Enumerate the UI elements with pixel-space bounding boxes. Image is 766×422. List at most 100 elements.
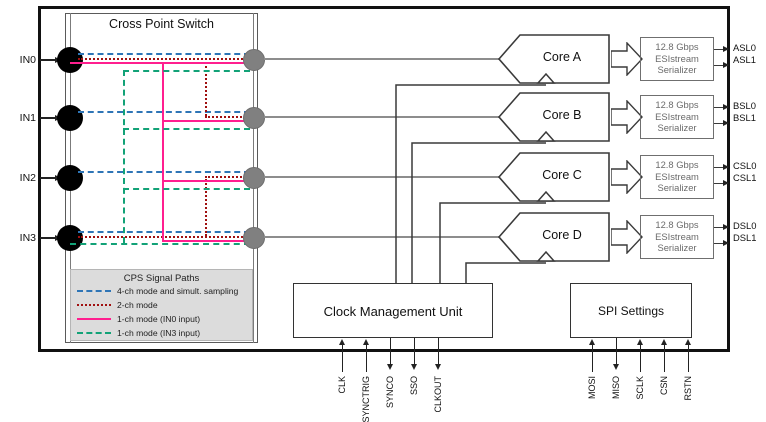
spi-pin-label-mosi: MOSI	[587, 376, 597, 400]
core-d-label: Core D	[542, 228, 582, 242]
signal-path-2ch-row3	[78, 236, 250, 238]
lane-arrow-csl1	[723, 180, 729, 187]
clock-route-core-a	[395, 84, 546, 283]
lane-arrow-bsl1	[723, 120, 729, 127]
lane-arrow-dsl1	[723, 240, 729, 247]
output-pin-asl1: ASL1	[733, 54, 756, 65]
serializer-a-line1: 12.8 Gbps	[655, 41, 699, 52]
signal-path-1ch-in3-bus	[123, 70, 125, 243]
core-c-shape	[498, 152, 610, 202]
signal-path-4ch-row3	[78, 231, 250, 233]
signal-path-1ch-in3-row1	[123, 128, 250, 130]
serializer-b-line3: Serializer	[657, 122, 697, 133]
signal-path-2ch-row0	[78, 58, 250, 60]
cps-input-node-in3	[57, 225, 83, 251]
serializer-b-line1: 12.8 Gbps	[655, 99, 699, 110]
spi-pin-arrow-sclk	[637, 339, 643, 345]
lane-arrow-asl1	[723, 62, 729, 69]
core-c-label: Core C	[542, 168, 582, 182]
cmu-pin-arrow-synco	[387, 364, 393, 370]
spi-pin-wire-rstn	[688, 344, 690, 372]
legend-row-1ch-in0: 1-ch mode (IN0 input)	[71, 312, 252, 326]
cmu-pin-label-clkout: CLKOUT	[433, 376, 443, 413]
signal-path-2ch-drop-0to1	[205, 58, 207, 116]
lane-arrow-asl0	[723, 46, 729, 53]
cmu-pin-wire-synctrig	[366, 344, 368, 372]
serializer-b-line2: ESIstream	[655, 110, 699, 122]
serializer-d-line3: Serializer	[657, 242, 697, 253]
signal-path-1ch-in0-row2	[162, 180, 250, 182]
signal-path-1ch-in3-row2	[123, 188, 250, 190]
signal-path-4ch-row1	[78, 111, 250, 113]
output-pin-dsl1: DSL1	[733, 232, 757, 243]
output-pin-asl0: ASL0	[733, 42, 756, 53]
cmu-pin-wire-clkout	[438, 338, 440, 366]
clock-management-unit-label: Clock Management Unit	[323, 304, 463, 319]
serializer-c-line3: Serializer	[657, 182, 697, 193]
output-pin-bsl0: BSL0	[733, 100, 756, 111]
lane-wire-asl0	[714, 49, 728, 51]
spi-pin-wire-sclk	[640, 344, 642, 372]
cmu-pin-label-synco: SYNCO	[385, 376, 395, 409]
lane-wire-csl1	[714, 183, 728, 185]
lane-arrow-csl0	[723, 164, 729, 171]
legend-label-4ch: 4-ch mode and simult. sampling	[117, 286, 239, 296]
cmu-pin-wire-synco	[390, 338, 392, 366]
wire-cps-to-core-a	[264, 58, 501, 61]
legend-label-1ch-in3: 1-ch mode (IN3 input)	[117, 328, 201, 338]
cmu-pin-arrow-sso	[411, 364, 417, 370]
spi-pin-label-csn: CSN	[659, 376, 669, 396]
legend-row-4ch: 4-ch mode and simult. sampling	[71, 284, 252, 298]
lane-wire-asl1	[714, 65, 728, 67]
wire-cps-to-core-b	[264, 116, 501, 119]
serializer-d: 12.8 Gbps ESIstream Serializer	[640, 215, 714, 259]
clock-management-unit-block: Clock Management Unit	[293, 283, 493, 338]
output-pin-csl1: CSL1	[733, 172, 757, 183]
arrow-core-d-to-serializer	[611, 220, 643, 254]
arrow-core-b-to-serializer	[611, 100, 643, 134]
input-label-in3: IN3	[19, 232, 36, 244]
input-label-in0: IN0	[19, 54, 36, 66]
signal-path-1ch-in0-row1	[162, 120, 250, 122]
input-wire-in3	[40, 237, 56, 239]
spi-pin-label-miso: MISO	[611, 376, 621, 400]
cmu-pin-label-clk: CLK	[337, 376, 347, 394]
input-wire-in0	[40, 59, 56, 61]
legend-label-2ch: 2-ch mode	[117, 300, 158, 310]
spi-pin-wire-mosi	[592, 344, 594, 372]
serializer-d-line2: ESIstream	[655, 230, 699, 242]
output-pin-bsl1: BSL1	[733, 112, 756, 123]
core-b-label: Core B	[542, 108, 582, 122]
cps-output-node-2	[243, 167, 265, 189]
spi-pin-label-rstn: RSTN	[683, 376, 693, 401]
input-wire-in2	[40, 177, 56, 179]
spi-settings-label: SPI Settings	[597, 304, 665, 318]
input-label-in2: IN2	[19, 172, 36, 184]
cps-input-node-in0	[57, 47, 83, 73]
legend-swatch-1ch-in0	[77, 318, 111, 320]
cps-output-node-0	[243, 49, 265, 71]
input-label-in1: IN1	[19, 112, 36, 124]
clock-route-core-d	[465, 262, 546, 283]
clock-route-core-b	[411, 142, 546, 283]
spi-pin-label-sclk: SCLK	[635, 376, 645, 400]
spi-pin-wire-miso	[616, 338, 618, 366]
input-wire-in1	[40, 117, 56, 119]
cps-input-node-in2	[57, 165, 83, 191]
arrow-core-c-to-serializer	[611, 160, 643, 194]
lane-wire-dsl1	[714, 243, 728, 245]
serializer-a-line2: ESIstream	[655, 52, 699, 64]
serializer-a: 12.8 Gbps ESIstream Serializer	[640, 37, 714, 81]
signal-path-2ch-row1	[205, 116, 250, 118]
spi-pin-arrow-rstn	[685, 339, 691, 345]
signal-path-1ch-in0-row0	[70, 62, 250, 64]
cps-output-node-1	[243, 107, 265, 129]
cmu-pin-label-synctrig: SYNCTRIG	[361, 376, 371, 422]
legend-swatch-2ch	[77, 304, 111, 306]
serializer-c: 12.8 Gbps ESIstream Serializer	[640, 155, 714, 199]
legend-title: CPS Signal Paths	[123, 273, 200, 284]
lane-wire-dsl0	[714, 227, 728, 229]
spi-pin-arrow-mosi	[589, 339, 595, 345]
core-d-shape	[498, 212, 610, 262]
